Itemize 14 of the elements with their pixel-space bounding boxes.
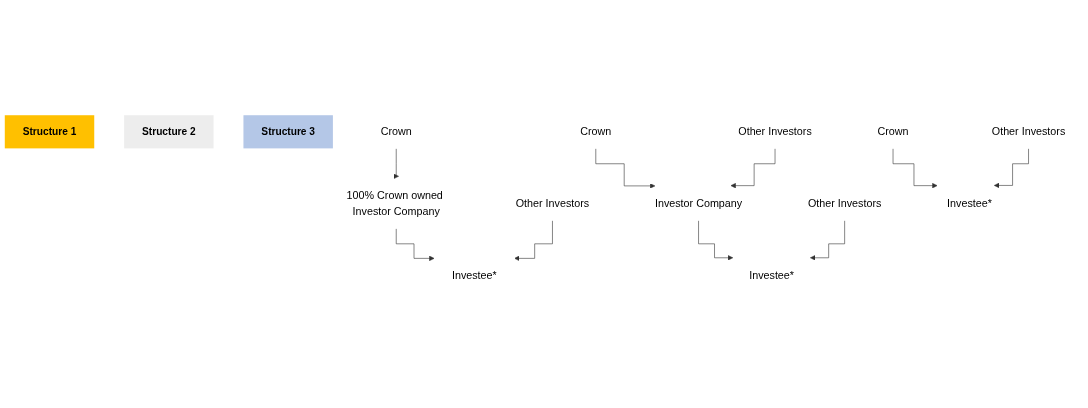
node-text: Investee* bbox=[451, 269, 497, 282]
node-text: 100% Crown owned Investor Company bbox=[346, 189, 443, 218]
node-text: Crown bbox=[580, 125, 612, 138]
node-box: Structure 3 bbox=[243, 115, 333, 149]
node-text: Investee* bbox=[749, 269, 795, 282]
node-text: Other Investors bbox=[515, 197, 590, 210]
node-text: Crown bbox=[380, 125, 412, 138]
node-text: Investee* bbox=[947, 197, 992, 210]
node-text: Crown bbox=[877, 125, 909, 138]
node-text: Other Investors bbox=[738, 125, 812, 138]
node-text: Investor Company bbox=[654, 197, 743, 210]
node-text: Other Investors bbox=[991, 125, 1066, 138]
node-box: Structure 1 bbox=[4, 115, 95, 149]
node-text: Other Investors bbox=[807, 197, 882, 210]
